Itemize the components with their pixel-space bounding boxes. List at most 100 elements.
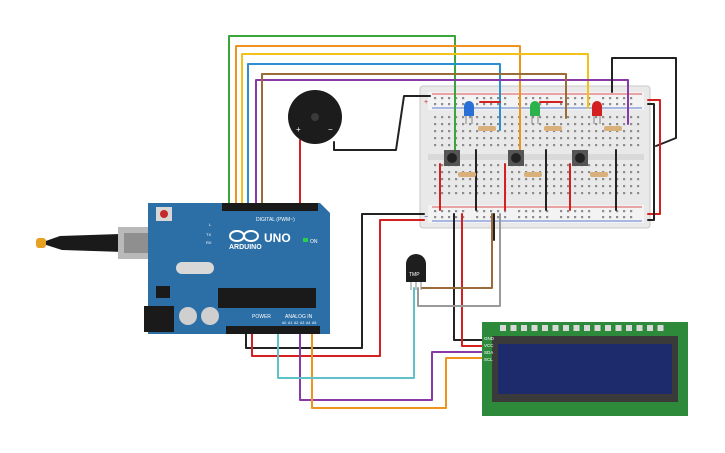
arduino-uno: ARDUINO UNO DIGITAL (PWM~) POWER ANALOG … <box>144 203 330 334</box>
breadboard-hole <box>434 137 437 140</box>
analog-pin-label: A2 <box>294 321 298 325</box>
lcd-pin-vcc: VCC <box>484 343 494 348</box>
breadboard-hole <box>448 178 451 181</box>
breadboard-hole <box>539 130 542 133</box>
breadboard-hole <box>581 144 584 147</box>
breadboard-hole <box>532 123 535 126</box>
breadboard-hole <box>630 192 633 195</box>
breadboard-hole <box>483 116 486 119</box>
lcd-header-pin <box>647 325 653 331</box>
breadboard-hole <box>490 210 493 213</box>
lcd-pin-sda: SDA <box>484 350 493 355</box>
breadboard-hole <box>602 97 605 100</box>
breadboard-hole <box>539 210 542 213</box>
breadboard-hole <box>504 130 507 133</box>
breadboard-hole <box>511 116 514 119</box>
breadboard-hole <box>616 178 619 181</box>
breadboard-hole <box>630 123 633 126</box>
breadboard-hole <box>574 137 577 140</box>
breadboard-hole <box>623 116 626 119</box>
breadboard-hole <box>574 171 577 174</box>
breadboard-hole <box>483 144 486 147</box>
lcd-header-pin <box>636 325 643 331</box>
breadboard-hole <box>546 130 549 133</box>
breadboard-hole <box>497 216 500 219</box>
breadboard-hole <box>441 116 444 119</box>
breadboard-hole <box>574 210 577 213</box>
wire-black-buzzer <box>333 95 431 151</box>
breadboard-hole <box>511 130 514 133</box>
breadboard-hole <box>455 97 458 100</box>
analog-pin-label: A0 <box>282 321 286 325</box>
breadboard-hole <box>476 210 479 213</box>
breadboard-hole <box>483 97 486 100</box>
breadboard-hole <box>623 130 626 133</box>
breadboard-hole <box>595 137 598 140</box>
resistor-2 <box>544 126 562 131</box>
breadboard-hole <box>630 185 633 188</box>
lcd-header-pin <box>531 325 538 331</box>
breadboard-hole <box>630 144 633 147</box>
breadboard-hole <box>504 103 507 106</box>
breadboard-hole <box>588 185 591 188</box>
breadboard-hole <box>609 216 612 219</box>
breadboard-hole <box>574 185 577 188</box>
breadboard-hole <box>462 216 465 219</box>
breadboard-hole <box>483 210 486 213</box>
capacitor-2 <box>201 307 219 325</box>
arduino-brand-text: ARDUINO <box>229 244 262 251</box>
resistors <box>458 126 622 177</box>
breadboard-hole <box>476 216 479 219</box>
breadboard-hole <box>623 185 626 188</box>
tmp-sensor-label: TMP <box>409 272 420 278</box>
pushbutton-3 <box>572 150 588 166</box>
breadboard-hole <box>574 97 577 100</box>
breadboard-hole <box>609 97 612 100</box>
breadboard-hole <box>567 164 570 167</box>
breadboard-hole <box>455 130 458 133</box>
breadboard-hole <box>490 192 493 195</box>
breadboard-hole <box>511 171 514 174</box>
breadboard-hole <box>497 97 500 100</box>
breadboard-hole <box>623 144 626 147</box>
breadboard-hole <box>602 123 605 126</box>
breadboard-hole <box>630 137 633 140</box>
breadboard-hole <box>476 116 479 119</box>
breadboard-hole <box>441 216 444 219</box>
breadboard-hole <box>455 144 458 147</box>
breadboard-hole <box>483 192 486 195</box>
breadboard-hole <box>616 192 619 195</box>
breadboard-hole <box>637 178 640 181</box>
breadboard-hole <box>532 192 535 195</box>
breadboard-hole <box>448 137 451 140</box>
lcd-pin-labels: GND VCC SDA SCL <box>484 336 495 362</box>
breadboard-hole <box>609 130 612 133</box>
breadboard-hole <box>483 164 486 167</box>
breadboard-hole <box>525 116 528 119</box>
breadboard-hole <box>490 144 493 147</box>
breadboard-hole <box>588 192 591 195</box>
breadboard-hole <box>504 216 507 219</box>
breadboard-hole <box>553 123 556 126</box>
breadboard-hole <box>595 185 598 188</box>
led-blue <box>464 101 474 124</box>
breadboard-hole <box>581 97 584 100</box>
breadboard-hole <box>623 164 626 167</box>
breadboard-hole <box>525 192 528 195</box>
breadboard-hole <box>574 178 577 181</box>
breadboard-hole <box>560 97 563 100</box>
breadboard-hole <box>504 144 507 147</box>
breadboard-hole <box>490 178 493 181</box>
breadboard-hole <box>504 210 507 213</box>
resistor-4 <box>458 172 476 177</box>
breadboard-hole <box>497 130 500 133</box>
breadboard-hole <box>483 130 486 133</box>
breadboard-hole <box>490 123 493 126</box>
breadboard-holes <box>434 97 640 219</box>
breadboard-hole <box>448 103 451 106</box>
breadboard-hole <box>546 185 549 188</box>
breadboard-hole <box>581 116 584 119</box>
breadboard-hole <box>434 130 437 133</box>
breadboard-hole <box>588 123 591 126</box>
breadboard-hole <box>560 171 563 174</box>
